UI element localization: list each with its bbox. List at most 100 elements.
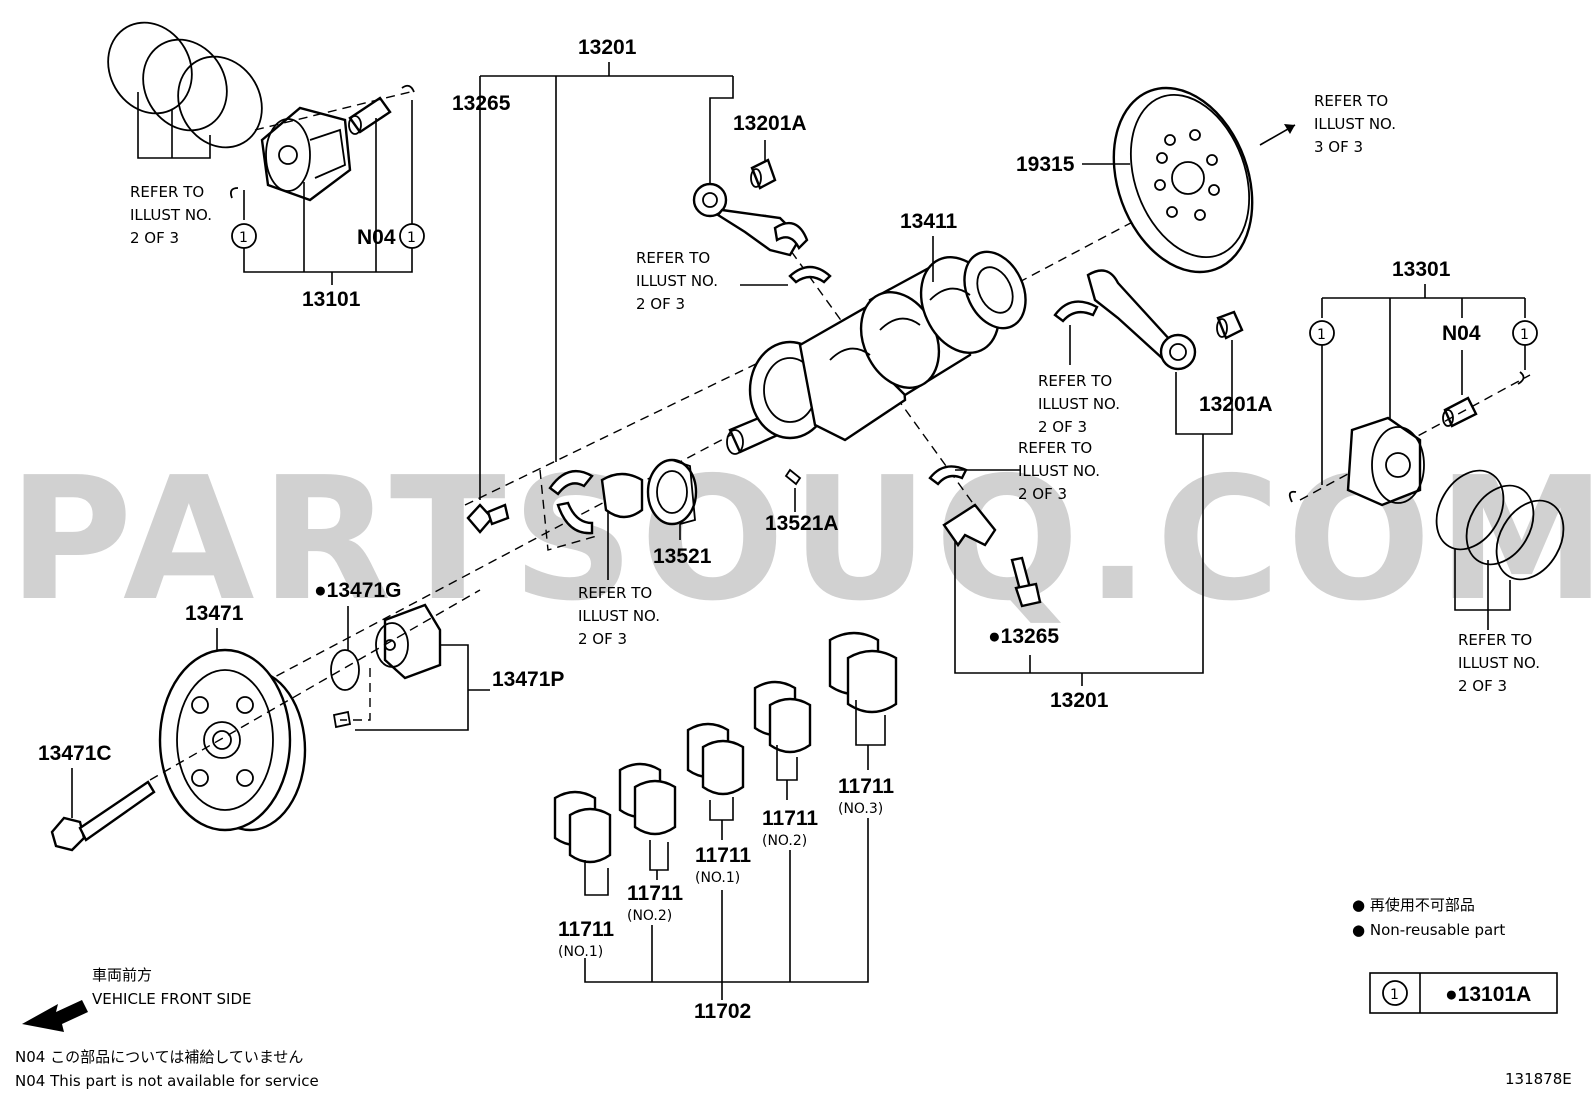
svg-text:1: 1 xyxy=(239,230,248,246)
part-number-11711-b: 11711 xyxy=(627,882,683,905)
n04-label-left: N04 xyxy=(357,226,396,249)
connecting-rod-right xyxy=(1086,269,1197,371)
bearing-shell-lower-right xyxy=(928,465,997,548)
part-number-11702: 11702 xyxy=(694,1000,751,1023)
svg-text:ILLUST NO.: ILLUST NO. xyxy=(1314,115,1396,133)
snap-ring-bottom xyxy=(229,187,239,199)
svg-text:(NO.2): (NO.2) xyxy=(762,833,807,849)
bearing-shell-top xyxy=(788,265,832,284)
main-bearing-4 xyxy=(753,680,812,754)
part-number-11711-a: 11711 xyxy=(558,918,614,941)
svg-text:1: 1 xyxy=(1520,327,1529,343)
piston-rings-left xyxy=(107,21,263,149)
legend-table: 1 ●13101A xyxy=(1369,972,1558,1014)
conrod-bolt-right xyxy=(1010,556,1042,608)
piston-rings-right xyxy=(1435,469,1565,581)
figure-id: 131878E xyxy=(1505,1070,1572,1088)
piston-pin-right xyxy=(1442,396,1478,428)
svg-text:2 OF 3: 2 OF 3 xyxy=(130,229,179,247)
note-n04-jp: N04 この部品については補給していません xyxy=(15,1048,303,1066)
bearing-shell-right xyxy=(1053,300,1099,323)
svg-text:●13101A: ●13101A xyxy=(1445,983,1531,1006)
svg-text:ILLUST NO.: ILLUST NO. xyxy=(130,206,212,224)
svg-text:3 OF 3: 3 OF 3 xyxy=(1314,138,1363,156)
main-bearing-1 xyxy=(553,790,612,864)
main-bearing-3 xyxy=(686,722,745,796)
part-number-13101: 13101 xyxy=(302,288,361,311)
part-number-13265-bottom: ●13265 xyxy=(988,625,1059,648)
svg-text:REFER TO: REFER TO xyxy=(1458,631,1532,649)
part-number-13471: 13471 xyxy=(185,602,244,625)
part-number-13521a: 13521A xyxy=(765,512,839,535)
svg-text:REFER TO: REFER TO xyxy=(1038,372,1112,390)
svg-text:ILLUST NO.: ILLUST NO. xyxy=(1458,654,1540,672)
note-n04-en: N04 This part is not available for servi… xyxy=(15,1072,319,1090)
part-number-13201a-top: 13201A xyxy=(733,112,807,135)
svg-text:1: 1 xyxy=(1390,987,1399,1003)
snap-ring-right-top xyxy=(1517,371,1525,385)
svg-text:2 OF 3: 2 OF 3 xyxy=(1018,485,1067,503)
n04-label-right: N04 xyxy=(1442,322,1481,345)
main-bearing-2 xyxy=(618,762,677,836)
svg-text:(NO.1): (NO.1) xyxy=(695,870,740,886)
part-number-13265-top: 13265 xyxy=(452,92,511,115)
rear-axis-line xyxy=(464,344,796,506)
part-number-13201-top: 13201 xyxy=(578,36,637,59)
svg-text:REFER TO: REFER TO xyxy=(578,584,652,602)
part-number-13301: 13301 xyxy=(1392,258,1451,281)
crank-gear xyxy=(646,458,698,526)
snap-ring-right-bottom xyxy=(1288,490,1297,503)
watermark: PARTSOUQ.COM xyxy=(8,441,1592,639)
pulley-hub-13471p xyxy=(375,603,442,680)
key-13521a xyxy=(784,468,802,486)
legend-non-reusable-jp: ● 再使用不可部品 xyxy=(1352,896,1475,914)
svg-text:1: 1 xyxy=(1317,327,1326,343)
pulley-bolt-13471c xyxy=(50,780,156,852)
svg-text:REFER TO: REFER TO xyxy=(1314,92,1388,110)
bushing-right xyxy=(1216,310,1244,340)
bushing-top xyxy=(750,158,777,190)
part-number-11711-e: 11711 xyxy=(838,775,894,798)
front-arrow-icon xyxy=(22,1000,88,1032)
part-number-13471g: ●13471G xyxy=(314,579,401,602)
snap-ring-top xyxy=(401,84,415,93)
piston-pin-left xyxy=(348,96,392,135)
o-ring-13471g xyxy=(330,649,360,691)
part-number-13471c: 13471C xyxy=(38,742,112,765)
svg-text:ILLUST NO.: ILLUST NO. xyxy=(636,272,718,290)
part-number-13411: 13411 xyxy=(900,210,958,233)
svg-text:2 OF 3: 2 OF 3 xyxy=(1038,418,1087,436)
connecting-rod-top xyxy=(692,182,809,257)
crankshaft-pulley xyxy=(158,648,307,832)
front-en: VEHICLE FRONT SIDE xyxy=(92,990,252,1008)
svg-text:2 OF 3: 2 OF 3 xyxy=(1458,677,1507,695)
svg-text:ILLUST NO.: ILLUST NO. xyxy=(1018,462,1100,480)
part-number-11711-c: 11711 xyxy=(695,844,751,867)
main-bearing-5 xyxy=(828,631,898,714)
svg-text:(NO.3): (NO.3) xyxy=(838,801,883,817)
thrust-washer-left xyxy=(548,469,594,535)
svg-text:ILLUST NO.: ILLUST NO. xyxy=(578,607,660,625)
conrod-bolt-left xyxy=(466,503,510,534)
flywheel xyxy=(1112,86,1254,274)
refer-arrow-icon xyxy=(1284,124,1295,134)
part-number-19315: 19315 xyxy=(1016,153,1075,176)
svg-text:ILLUST NO.: ILLUST NO. xyxy=(1038,395,1120,413)
svg-text:REFER TO: REFER TO xyxy=(1018,439,1092,457)
svg-text:(NO.2): (NO.2) xyxy=(627,908,672,924)
svg-text:2 OF 3: 2 OF 3 xyxy=(636,295,685,313)
crankshaft xyxy=(726,250,1027,455)
part-number-11711-d: 11711 xyxy=(762,807,818,830)
svg-text:REFER TO: REFER TO xyxy=(130,183,204,201)
thrust-washer-right xyxy=(600,472,644,519)
piston-right xyxy=(1346,416,1425,507)
part-number-13521: 13521 xyxy=(653,545,712,568)
pin-13471p xyxy=(332,710,352,729)
svg-text:REFER TO: REFER TO xyxy=(636,249,710,267)
part-number-13201a-right: 13201A xyxy=(1199,393,1273,416)
svg-text:1: 1 xyxy=(407,230,416,246)
front-jp: 車両前方 xyxy=(92,966,152,984)
legend-non-reusable-en: ● Non-reusable part xyxy=(1352,921,1505,939)
piston-left xyxy=(260,106,352,202)
